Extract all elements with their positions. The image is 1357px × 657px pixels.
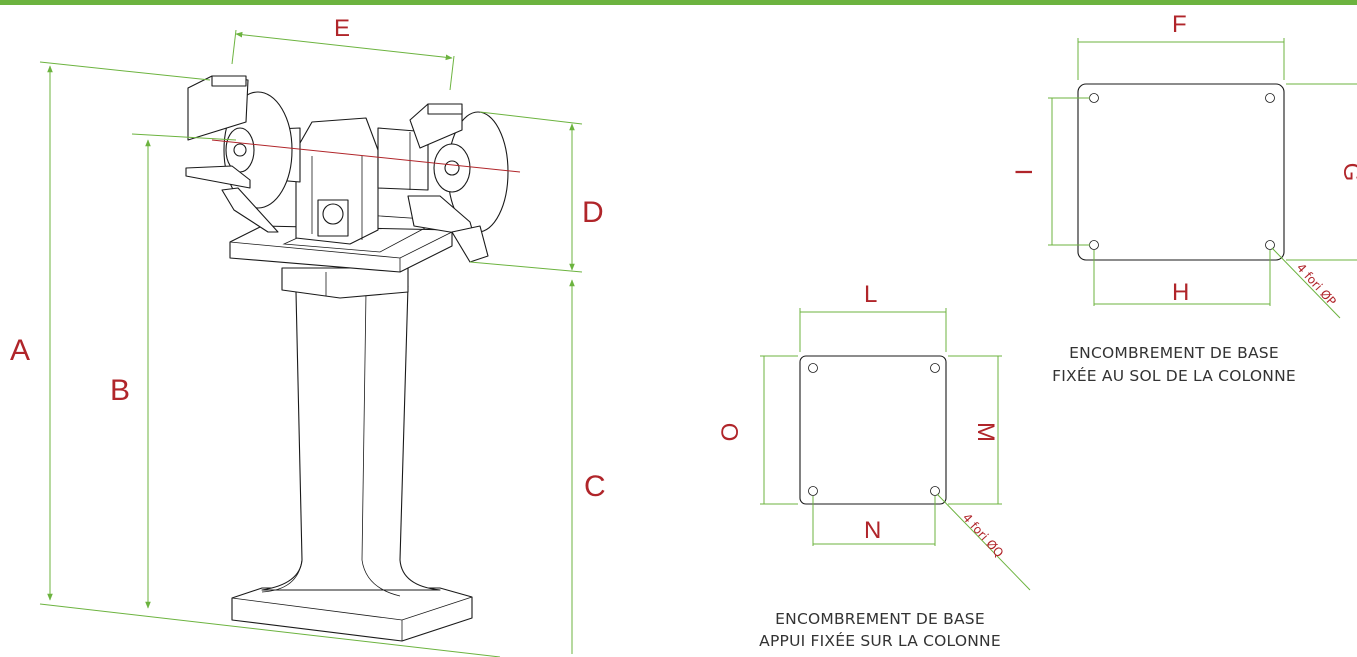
dimension-lines-grinder: A B C D E bbox=[10, 15, 606, 657]
label-I: I bbox=[1011, 169, 1038, 176]
top-accent-bar bbox=[0, 0, 1357, 5]
label-M: M bbox=[972, 422, 999, 442]
label-A: A bbox=[10, 334, 30, 367]
spindle-axis-line bbox=[211, 139, 521, 173]
holes-p-note: 4 fori ØP bbox=[1294, 261, 1339, 309]
left-wheel-guard bbox=[185, 75, 293, 233]
label-G: G bbox=[1338, 163, 1357, 182]
holes-q-note: 4 fori ØQ bbox=[960, 511, 1007, 560]
label-E: E bbox=[334, 15, 350, 42]
label-O: O bbox=[717, 423, 744, 442]
label-C: C bbox=[584, 470, 606, 503]
right-wheel-guard bbox=[407, 103, 509, 263]
label-L: L bbox=[864, 281, 877, 308]
label-D: D bbox=[582, 196, 604, 229]
label-N: N bbox=[864, 517, 881, 544]
support-caption-line2: APPUI FIXÉE SUR LA COLONNE bbox=[759, 631, 1001, 650]
floor-caption-line2: FIXÉE AU SOL DE LA COLONNE bbox=[1052, 366, 1296, 385]
bench-grinder-drawing bbox=[185, 75, 521, 642]
motor-housing bbox=[295, 117, 379, 245]
support-caption-line1: ENCOMBREMENT DE BASE bbox=[775, 610, 985, 628]
label-H: H bbox=[1172, 279, 1189, 306]
floor-caption-line1: ENCOMBREMENT DE BASE bbox=[1069, 344, 1279, 362]
label-F: F bbox=[1172, 11, 1187, 38]
support-base-plan: L N O M 4 fori ØQ ENCOMBREMENT DE BASE A… bbox=[717, 281, 1031, 650]
label-B: B bbox=[110, 374, 130, 407]
pedestal-base-plate bbox=[231, 587, 473, 642]
floor-base-plan: F H I G 4 fori ØP ENCOMBREMENT DE BASE F… bbox=[1011, 11, 1357, 385]
pedestal-column bbox=[261, 285, 441, 597]
